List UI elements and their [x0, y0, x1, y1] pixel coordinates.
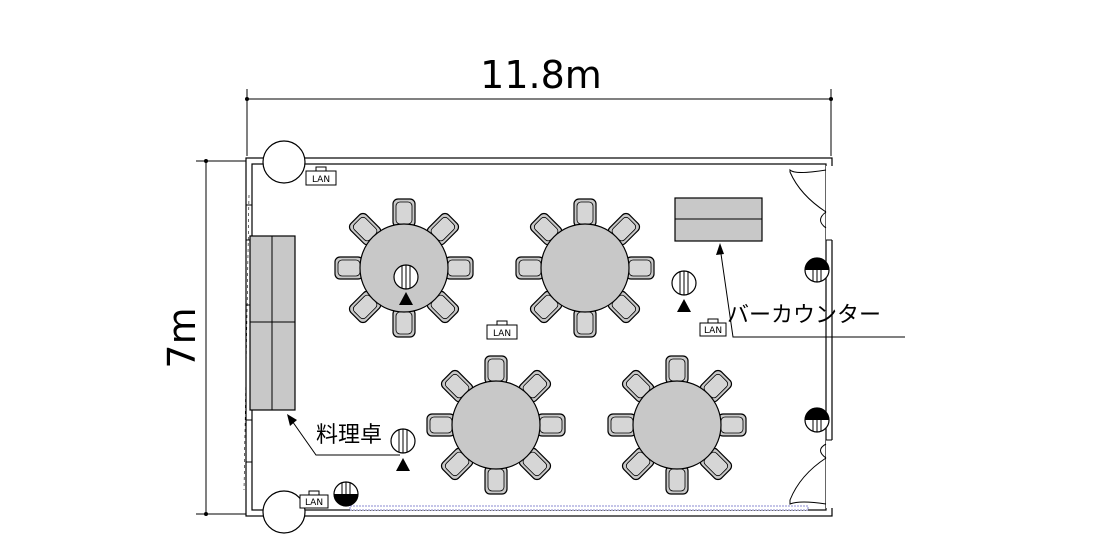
height-label: 7m [160, 307, 204, 368]
outlet-table1-icon [393, 264, 419, 305]
bar-counter-label: バーカウンター [727, 303, 881, 328]
wall-outlet-bottom-left-icon [333, 481, 359, 507]
round-table-4 [607, 355, 747, 495]
bar-counter-leader [716, 243, 905, 338]
svg-text:LAN: LAN [305, 498, 323, 508]
left-window [243, 180, 252, 500]
wall-outlet-right-bottom-icon [804, 407, 830, 433]
door-bottom-right [789, 439, 834, 508]
width-label: 11.8m [480, 53, 602, 97]
column-top-left [262, 140, 306, 184]
bar-counter [674, 197, 763, 242]
width-dimension: 11.8m [245, 53, 833, 156]
bottom-window [349, 505, 809, 511]
lan-outlet-bottom-left: LAN [299, 490, 329, 509]
height-dimension: 7m [160, 159, 246, 516]
door-top-right [789, 166, 834, 241]
cooking-table [249, 235, 296, 411]
svg-text:LAN: LAN [312, 175, 330, 185]
column-bottom-left [262, 490, 306, 534]
lan-outlet-center: LAN [486, 320, 518, 340]
wall-outlet-right-top-icon [804, 257, 830, 283]
round-table-3 [426, 355, 566, 495]
outlet-center-icon [671, 270, 697, 312]
lan-outlet-top-left: LAN [305, 166, 337, 186]
round-table-2 [515, 198, 655, 338]
svg-text:LAN: LAN [704, 326, 722, 336]
cooking-table-leader [287, 414, 400, 456]
lan-outlet-bar: LAN [699, 318, 727, 337]
svg-text:LAN: LAN [493, 329, 511, 339]
cooking-table-label: 料理卓 [316, 423, 382, 448]
outlet-cooking-icon [390, 428, 416, 471]
